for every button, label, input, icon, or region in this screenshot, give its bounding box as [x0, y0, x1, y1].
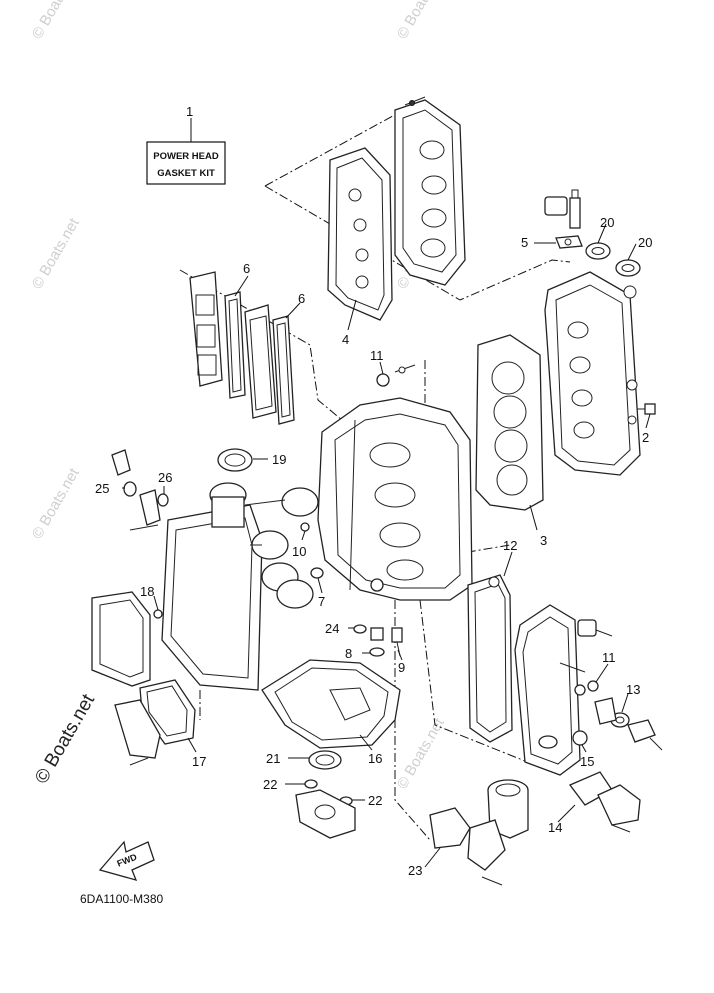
diagram-code: 6DA1100-M380: [80, 892, 163, 906]
forward-arrow: FWD: [98, 840, 155, 881]
plug-part-2: [637, 403, 656, 415]
callout-11a: 11: [370, 348, 384, 363]
exhaust-gasket-part-4: [327, 147, 393, 321]
base-gasket-part-16: [261, 659, 401, 749]
callout-2: 2: [642, 430, 649, 445]
o-ring-part-22-left: [304, 779, 318, 789]
callout-6b: 6: [298, 291, 305, 306]
exhaust-plate-right: [514, 604, 581, 776]
callout-11b: 11: [602, 650, 616, 665]
gasket-part-14: [568, 771, 641, 833]
gasket-part-6-right: [272, 315, 295, 425]
plug-part-11-upper: [376, 364, 416, 387]
callout-8: 8: [345, 646, 352, 661]
watermark-text: © Boats.net: [29, 215, 83, 292]
cover-plate-part-17: [114, 699, 161, 766]
oil-seal-part-21: [308, 750, 342, 770]
gasket-part-6-left: [224, 291, 246, 399]
oil-seal-part-20-lower: [615, 259, 641, 277]
callout-26: 26: [158, 470, 172, 485]
reference-lines: [179, 111, 571, 841]
callout-22a: 22: [263, 777, 277, 792]
callout-21: 21: [266, 751, 280, 766]
callout-20a: 20: [600, 215, 614, 230]
watermark-text: © Boats.net: [394, 0, 448, 42]
kit-box-line1: POWER HEAD: [153, 151, 219, 162]
cylinder-head: [544, 189, 641, 476]
crankshaft-pistons: [209, 482, 319, 609]
o-ring-part-26: [157, 493, 169, 507]
exhaust-cover: [394, 96, 466, 286]
callout-25: 25: [95, 481, 109, 496]
watermark-text: © Boats.net: [29, 0, 83, 42]
callout-17: 17: [192, 754, 206, 769]
cylinder-block: [317, 397, 473, 601]
power-head-gasket-kit-box: POWER HEAD GASKET KIT: [146, 141, 226, 185]
callout-13: 13: [626, 682, 640, 697]
callout-numbers: 1 2 3 4 5 6 6 7 8 9 10 11 11 12 13 14 15…: [95, 104, 652, 878]
callout-7: 7: [318, 594, 325, 609]
sensor-part-9: [391, 627, 403, 657]
anode-part-25: [111, 449, 131, 476]
o-ring-part-7: [310, 567, 324, 579]
callout-19: 19: [272, 452, 286, 467]
crankcase: [161, 504, 263, 691]
callout-6a: 6: [243, 261, 250, 276]
oil-pump-housing: [295, 789, 356, 839]
gasket-part-12: [467, 574, 513, 743]
callout-9: 9: [398, 660, 405, 675]
head-gasket-part-3: [475, 334, 544, 511]
watermark-text: © Boats.net: [394, 715, 448, 792]
kit-box-line2: GASKET KIT: [157, 168, 215, 179]
o-ring-part-24: [353, 624, 367, 634]
callout-24: 24: [325, 621, 339, 636]
oil-filter: [487, 779, 529, 839]
o-ring-part-15: [572, 730, 588, 746]
callout-14: 14: [548, 820, 562, 835]
callout-1: 1: [186, 104, 193, 119]
breather-plate: [244, 304, 277, 419]
o-ring-part-10: [300, 522, 310, 532]
callout-5: 5: [521, 235, 528, 250]
callout-22b: 22: [368, 793, 382, 808]
filter-bracket-part-23: [429, 807, 506, 886]
callout-10: 10: [292, 544, 306, 559]
callout-20b: 20: [638, 235, 652, 250]
o-ring-part-18: [153, 609, 163, 619]
side-cover-left: [91, 591, 151, 687]
callout-4: 4: [342, 332, 349, 347]
callout-15: 15: [580, 754, 594, 769]
callout-23: 23: [408, 863, 422, 878]
watermark-text-large: © Boats.net: [31, 690, 99, 787]
callout-12: 12: [503, 538, 517, 553]
filter-plug: [370, 578, 384, 641]
intake-cover-plate: [189, 271, 223, 387]
watermark-text: © Boats.net: [29, 465, 83, 542]
anode-fitting-right: [559, 619, 613, 696]
fitting-part-25-body: [123, 481, 161, 531]
valve-fitting-right: [594, 697, 663, 751]
callout-16: 16: [368, 751, 382, 766]
oil-seal-part-19: [217, 448, 253, 472]
callout-3: 3: [540, 533, 547, 548]
gasket-part-5: [555, 235, 583, 249]
plug-part-11-lower: [587, 680, 599, 692]
leader-lines: [122, 118, 651, 868]
o-ring-part-8: [369, 647, 385, 657]
callout-18: 18: [140, 584, 154, 599]
oil-seal-part-20-upper: [585, 242, 611, 260]
